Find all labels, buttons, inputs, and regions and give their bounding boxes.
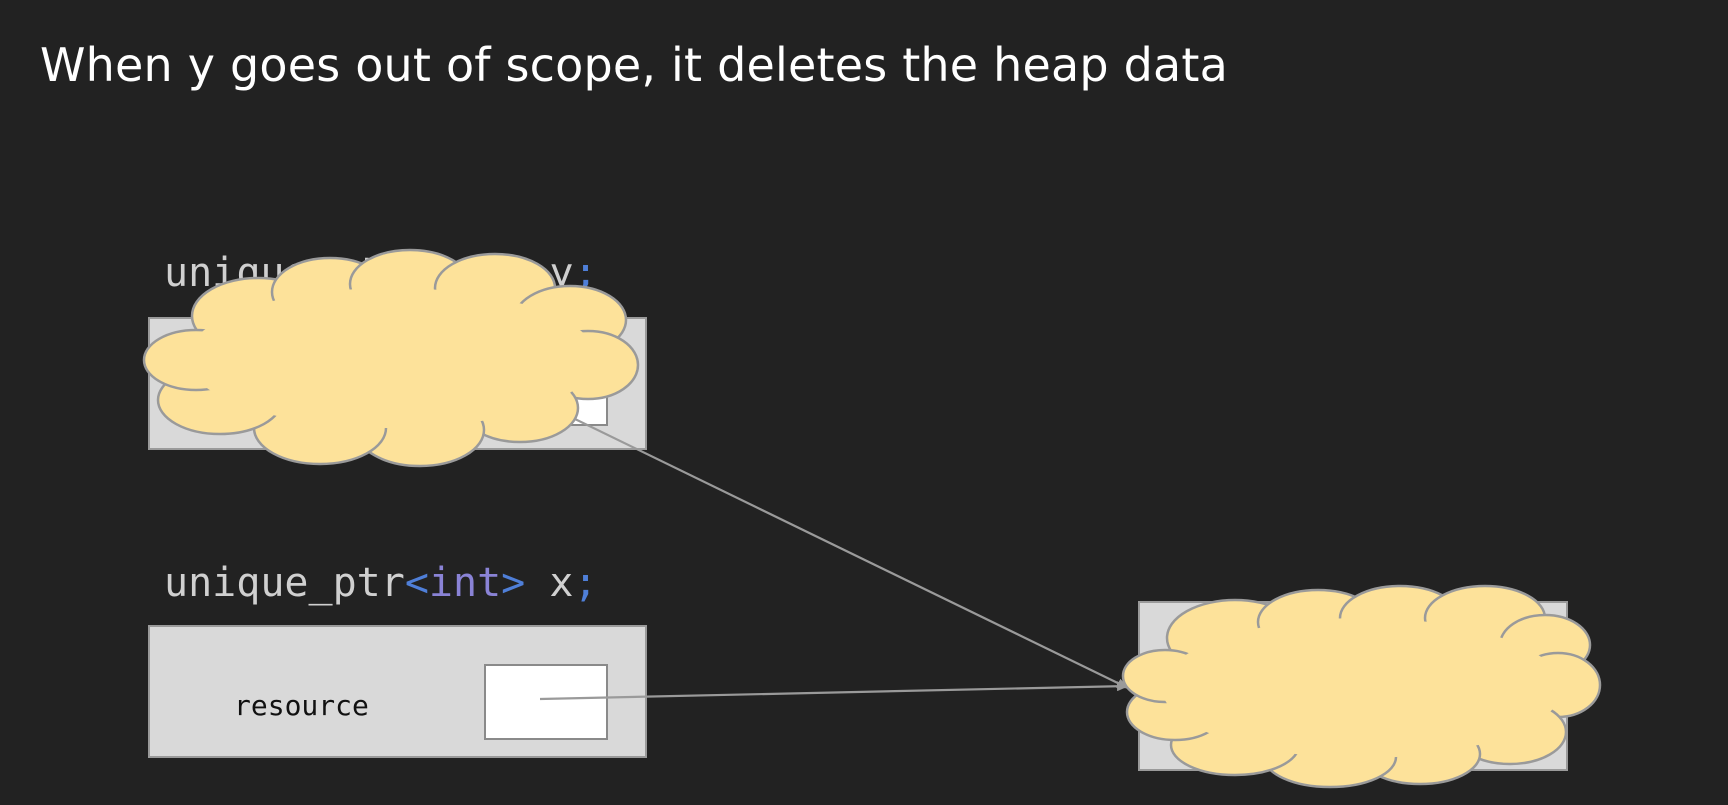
declaration-x-semicolon: ; bbox=[573, 560, 598, 606]
stack-box-x: resource bbox=[148, 625, 647, 758]
cloud-over-y bbox=[142, 248, 640, 468]
declaration-x-template: unique_ptr bbox=[164, 560, 405, 606]
pointer-arrow-y bbox=[539, 401, 1129, 689]
pointer-arrow-x bbox=[539, 681, 1129, 701]
pointer-slot-x bbox=[484, 664, 608, 740]
declaration-x-name: x bbox=[525, 560, 574, 606]
cloud-over-heap bbox=[1121, 584, 1602, 789]
declaration-x: unique_ptr<int> x; bbox=[164, 560, 598, 606]
declaration-x-close: > bbox=[501, 560, 526, 606]
declaration-x-open: < bbox=[404, 560, 429, 606]
declaration-x-type: int bbox=[428, 560, 502, 606]
slide-title: When y goes out of scope, it deletes the… bbox=[40, 38, 1228, 92]
field-label-x: resource bbox=[234, 689, 369, 722]
